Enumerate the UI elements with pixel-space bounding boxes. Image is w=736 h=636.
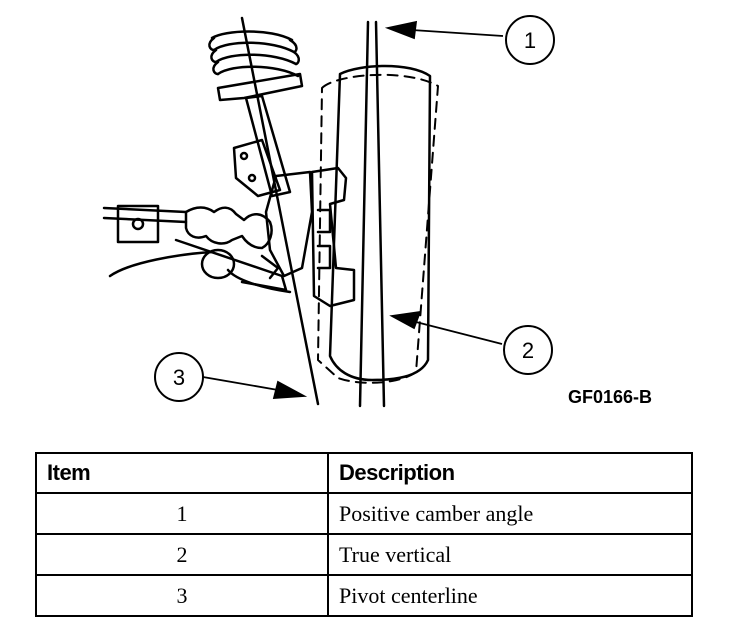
camber-angle-line	[374, 20, 386, 408]
figure-id: GF0166-B	[568, 387, 652, 407]
callout-label-2: 2	[522, 338, 534, 363]
suspension-camber-diagram: 1 2 3 GF0166-B	[102, 15, 652, 408]
leader-line-1	[411, 29, 504, 37]
leader-line-3	[202, 376, 279, 391]
true-vertical-line	[358, 20, 370, 408]
row-item: 2	[35, 533, 329, 576]
callout-circle-2	[503, 325, 553, 375]
legend-table: Item Description 1 Positive camber angle…	[35, 452, 693, 617]
row-description: Positive camber angle	[327, 492, 693, 535]
header-item: Item	[35, 452, 329, 494]
table-row: 3 Pivot centerline	[35, 574, 693, 617]
coil-spring	[208, 30, 300, 78]
callout-circle-1	[505, 15, 555, 65]
pivot-centerline	[240, 16, 320, 406]
tie-rod	[102, 204, 273, 250]
leader-line-2	[415, 321, 503, 345]
arrowhead-2	[389, 310, 422, 330]
arrowhead-3	[272, 380, 308, 399]
row-item: 3	[35, 574, 329, 617]
lower-control-arm	[108, 238, 292, 294]
strut-bracket	[232, 138, 282, 198]
callout-label-3: 3	[173, 365, 185, 390]
arrowhead-1	[384, 20, 418, 40]
row-description: True vertical	[327, 533, 693, 576]
header-description: Description	[327, 452, 693, 494]
spring-seat	[216, 72, 304, 102]
legend-header-row: Item Description	[35, 452, 693, 494]
table-row: 1 Positive camber angle	[35, 492, 693, 535]
tire-outline-dashed	[317, 73, 439, 384]
table-row: 2 True vertical	[35, 533, 693, 576]
callout-circle-3	[154, 352, 204, 402]
row-description: Pivot centerline	[327, 574, 693, 617]
row-item: 1	[35, 492, 329, 535]
callout-label-1: 1	[524, 28, 536, 53]
brake-caliper	[310, 166, 356, 308]
